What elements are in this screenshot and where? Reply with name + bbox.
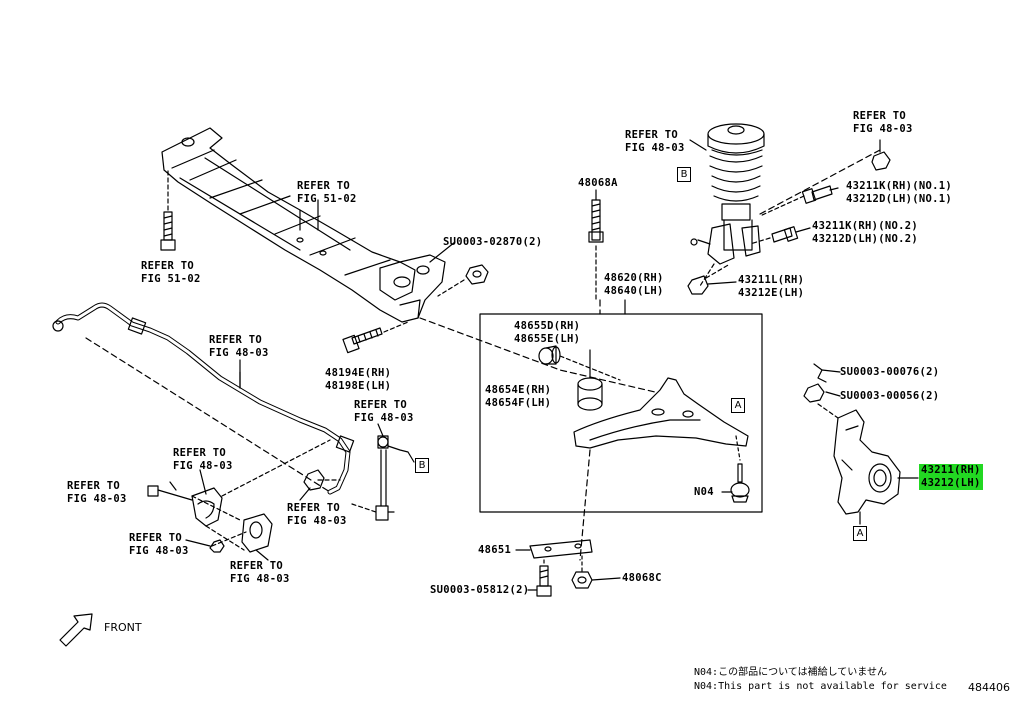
refer-fig-48-03-bracket-nut[interactable]: REFER TO FIG 48-03: [129, 532, 189, 558]
refer-fig-48-03-link-nut[interactable]: REFER TO FIG 48-03: [287, 502, 347, 528]
refer-to-text: REFER TO: [141, 260, 194, 272]
fig-ref-text: FIG 48-03: [230, 573, 290, 585]
part-43211K-no2[interactable]: 43211K(RH)(NO.2): [812, 220, 918, 232]
bush-bolt-drawing: [342, 321, 409, 354]
front-bushing-drawing: [538, 345, 621, 381]
fig-ref-text: FIG 48-03: [67, 493, 127, 505]
refer-to-text: REFER TO: [853, 110, 906, 122]
part-48654E[interactable]: 48654E(RH): [485, 384, 552, 396]
strut-assembly-drawing: [690, 123, 881, 287]
link-nut-drawing: [303, 469, 341, 491]
part-48655E[interactable]: 48655E(LH): [514, 333, 581, 345]
fig-ref-text: FIG 48-03: [209, 347, 269, 359]
part-su0003-02870[interactable]: SU0003-02870(2): [443, 236, 543, 248]
part-su0003-05812[interactable]: SU0003-05812(2): [430, 584, 530, 596]
refer-fig-48-03-link[interactable]: REFER TO FIG 48-03: [354, 399, 414, 425]
part-48198E[interactable]: 48198E(LH): [325, 380, 392, 392]
part-48655D[interactable]: 48655D(RH): [514, 320, 581, 332]
refer-to-text: REFER TO: [67, 480, 120, 492]
crossmember-drawing: [161, 127, 446, 323]
ref-box-a-arm: A: [731, 398, 745, 413]
part-su0003-00076[interactable]: SU0003-00076(2): [840, 366, 940, 378]
part-n04[interactable]: N04: [694, 486, 714, 498]
part-su0003-00056[interactable]: SU0003-00056(2): [840, 390, 940, 402]
part-48068A[interactable]: 48068A: [578, 177, 618, 189]
refer-to-text: REFER TO: [129, 532, 182, 544]
part-48640[interactable]: 48640(LH): [604, 285, 664, 297]
part-group-knuckle: 43211(RH) 43212(LH): [919, 464, 983, 490]
refer-fig-48-03-bushing[interactable]: REFER TO FIG 48-03: [230, 560, 290, 586]
refer-fig-48-03-bracket-bolt[interactable]: REFER TO FIG 48-03: [67, 480, 127, 506]
part-48651[interactable]: 48651: [478, 544, 512, 556]
part-group-lower-arm: 48620(RH) 48640(LH): [604, 272, 664, 298]
part-43212D-no2[interactable]: 43212D(LH)(NO.2): [812, 233, 918, 245]
refer-to-text: REFER TO: [354, 399, 407, 411]
part-group-48654: 48654E(RH) 48654F(LH): [485, 384, 551, 410]
note-english: N04:This part is not available for servi…: [694, 681, 947, 692]
refer-fig-51-02-crossmember[interactable]: REFER TO FIG 51-02: [297, 180, 357, 206]
refer-fig-48-03-bracket[interactable]: REFER TO FIG 48-03: [173, 447, 233, 473]
part-43211-highlighted[interactable]: 43211(RH): [919, 464, 983, 477]
part-group-43211K-no2: 43211K(RH)(NO.2) 43212D(LH)(NO.2): [812, 220, 918, 246]
fig-ref-text: FIG 48-03: [287, 515, 347, 527]
refer-to-text: REFER TO: [625, 129, 678, 141]
strut-top-nut-drawing: [871, 139, 891, 171]
stud-bolt-drawing: [588, 199, 604, 243]
part-43212D-no1[interactable]: 43212D(LH)(NO.1): [846, 193, 952, 205]
fig-ref-text: FIG 51-02: [141, 273, 201, 285]
ref-box-b-link: B: [415, 458, 429, 473]
diagram-code: 484406: [968, 681, 1010, 694]
steering-knuckle-drawing: [803, 363, 919, 525]
refer-fig-48-03-strut[interactable]: REFER TO FIG 48-03: [625, 129, 685, 155]
part-48654F[interactable]: 48654F(LH): [485, 397, 552, 409]
lower-arm-drawing: [573, 377, 749, 461]
part-group-48194E: 48194E(RH) 48198E(LH): [325, 367, 391, 393]
stabilizer-bracket-drawing: [147, 439, 331, 553]
part-48194E[interactable]: 48194E(RH): [325, 367, 392, 379]
stabilizer-bar-drawing: [52, 302, 355, 495]
ref-box-b-strut: B: [677, 167, 691, 182]
part-group-43211K-no1: 43211K(RH)(NO.1) 43212D(LH)(NO.1): [846, 180, 952, 206]
fig-ref-text: FIG 48-03: [129, 545, 189, 557]
fig-ref-text: FIG 51-02: [297, 193, 357, 205]
refer-to-text: REFER TO: [209, 334, 262, 346]
part-48068C[interactable]: 48068C: [622, 572, 662, 584]
refer-to-text: REFER TO: [230, 560, 283, 572]
ref-box-a-knuckle: A: [853, 526, 867, 541]
refer-fig-48-03-stabilizer[interactable]: REFER TO FIG 48-03: [209, 334, 269, 360]
fig-ref-text: FIG 48-03: [173, 460, 233, 472]
note-japanese: N04:この部品については補給していません: [694, 667, 887, 678]
front-label: FRONT: [104, 621, 142, 634]
refer-to-text: REFER TO: [297, 180, 350, 192]
arm-bracket-drawing: [529, 539, 593, 597]
part-group-48655: 48655D(RH) 48655E(LH): [514, 320, 580, 346]
fig-ref-text: FIG 48-03: [354, 412, 414, 424]
crossmember-nut-drawing: [437, 264, 489, 297]
lower-arm-assembly-frame: [479, 313, 763, 513]
front-arrow-icon: [59, 613, 93, 647]
part-48620[interactable]: 48620(RH): [604, 272, 664, 284]
stabilizer-link-drawing: [351, 435, 415, 521]
refer-to-text: REFER TO: [173, 447, 226, 459]
part-43211K-no1[interactable]: 43211K(RH)(NO.1): [846, 180, 952, 192]
refer-fig-48-03-strut-nut[interactable]: REFER TO FIG 48-03: [853, 110, 913, 136]
refer-fig-51-02-bolt[interactable]: REFER TO FIG 51-02: [141, 260, 201, 286]
ball-joint-drawing: [730, 463, 750, 503]
crossmember-bolt-drawing: [160, 169, 176, 251]
fig-ref-text: FIG 48-03: [625, 142, 685, 154]
part-43212E[interactable]: 43212E(LH): [738, 287, 805, 299]
refer-to-text: REFER TO: [287, 502, 340, 514]
rear-bushing-drawing: [577, 349, 603, 411]
fig-ref-text: FIG 48-03: [853, 123, 913, 135]
part-43211L[interactable]: 43211L(RH): [738, 274, 805, 286]
part-group-43211L: 43211L(RH) 43212E(LH): [738, 274, 804, 300]
part-43212-highlighted[interactable]: 43212(LH): [919, 477, 983, 490]
